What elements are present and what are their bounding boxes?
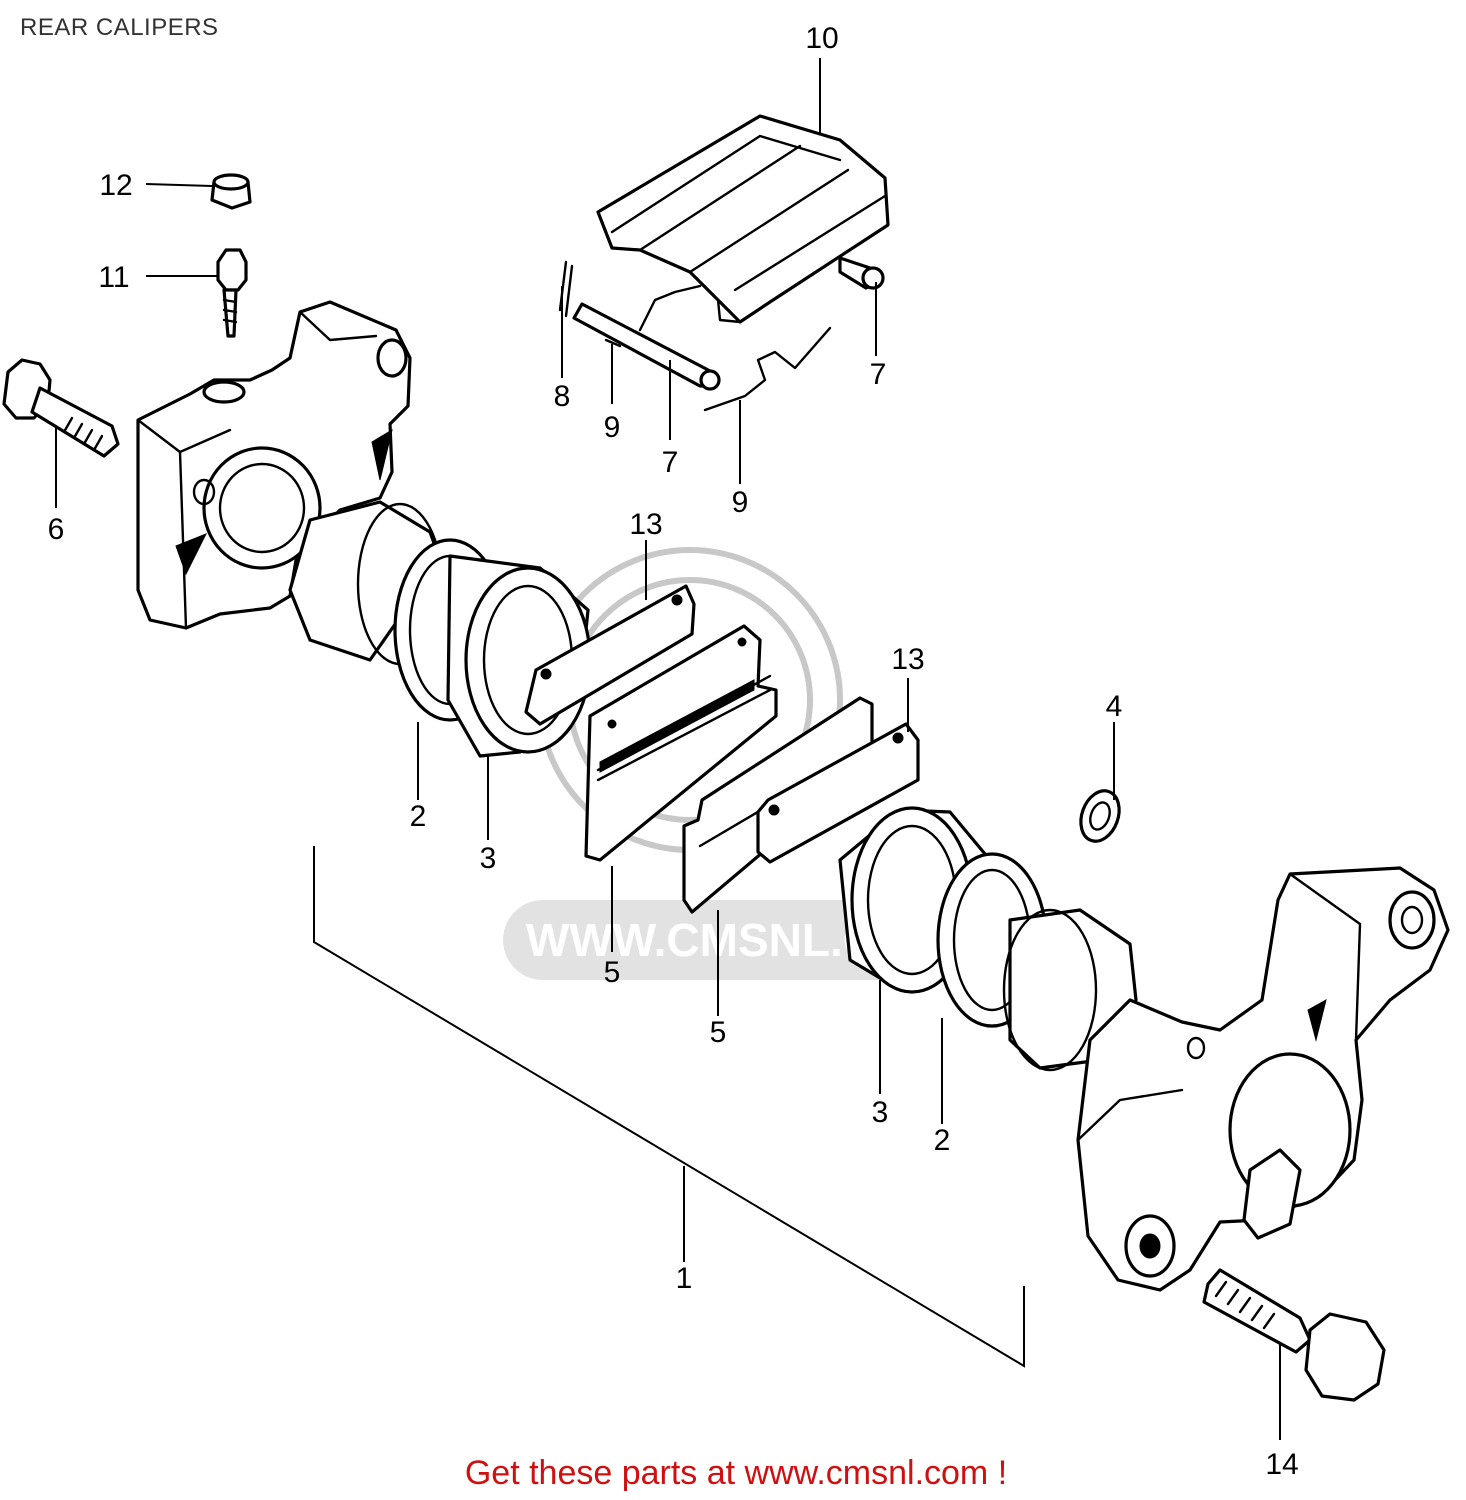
callout-6: 6 <box>48 513 65 546</box>
callout-8: 8 <box>554 380 571 413</box>
callout-9-lower: 9 <box>732 486 749 519</box>
part-9-spring-upper <box>604 284 702 348</box>
part-13-shim-left <box>524 584 696 726</box>
part-9-spring-lower <box>703 326 832 412</box>
callout-2-right: 2 <box>934 1124 951 1157</box>
callout-10: 10 <box>805 22 838 55</box>
callout-11: 11 <box>98 261 129 294</box>
part-6-mounting-bolt <box>2 358 120 458</box>
callout-labels: 10 12 11 8 9 7 9 7 6 13 13 4 2 3 5 5 3 2… <box>48 22 1299 1481</box>
caliper-left-half <box>136 300 412 630</box>
part-5-brake-pad-left <box>584 624 778 862</box>
assembly-bracket-1 <box>313 846 1025 1368</box>
callout-13-right: 13 <box>891 643 924 676</box>
leader-lines <box>55 58 1281 1440</box>
part-11-bleeder-valve <box>216 248 248 338</box>
diagram-title: REAR CALIPERS <box>20 14 219 41</box>
part-10-pad-cover <box>596 114 890 324</box>
callout-1: 1 <box>676 1262 693 1295</box>
part-7-pad-pin <box>572 302 721 391</box>
callout-3-right: 3 <box>872 1096 889 1129</box>
footer-text[interactable]: Get these parts at www.cmsnl.com ! <box>464 1454 1008 1492</box>
callout-4: 4 <box>1106 690 1123 723</box>
callout-5-right: 5 <box>710 1016 727 1049</box>
callout-14: 14 <box>1265 1448 1298 1481</box>
callout-3-left: 3 <box>480 842 497 875</box>
callout-12: 12 <box>99 169 132 202</box>
callout-5-left: 5 <box>604 956 621 989</box>
callout-13-left: 13 <box>629 508 662 541</box>
callout-7-upper: 7 <box>870 358 887 391</box>
caliper-right-half <box>1076 866 1450 1292</box>
part-14-caliper-bolt <box>1202 1268 1386 1402</box>
callout-9-upper: 9 <box>604 411 621 444</box>
part-7-pad-pin-short <box>838 256 885 290</box>
part-12-bleeder-cap <box>210 173 252 210</box>
callout-2-left: 2 <box>410 800 427 833</box>
part-4-washer <box>1079 789 1121 843</box>
callout-7-lower: 7 <box>662 446 679 479</box>
footer-link-text[interactable]: Get these parts at www.cmsnl.com ! <box>0 1454 1466 1493</box>
